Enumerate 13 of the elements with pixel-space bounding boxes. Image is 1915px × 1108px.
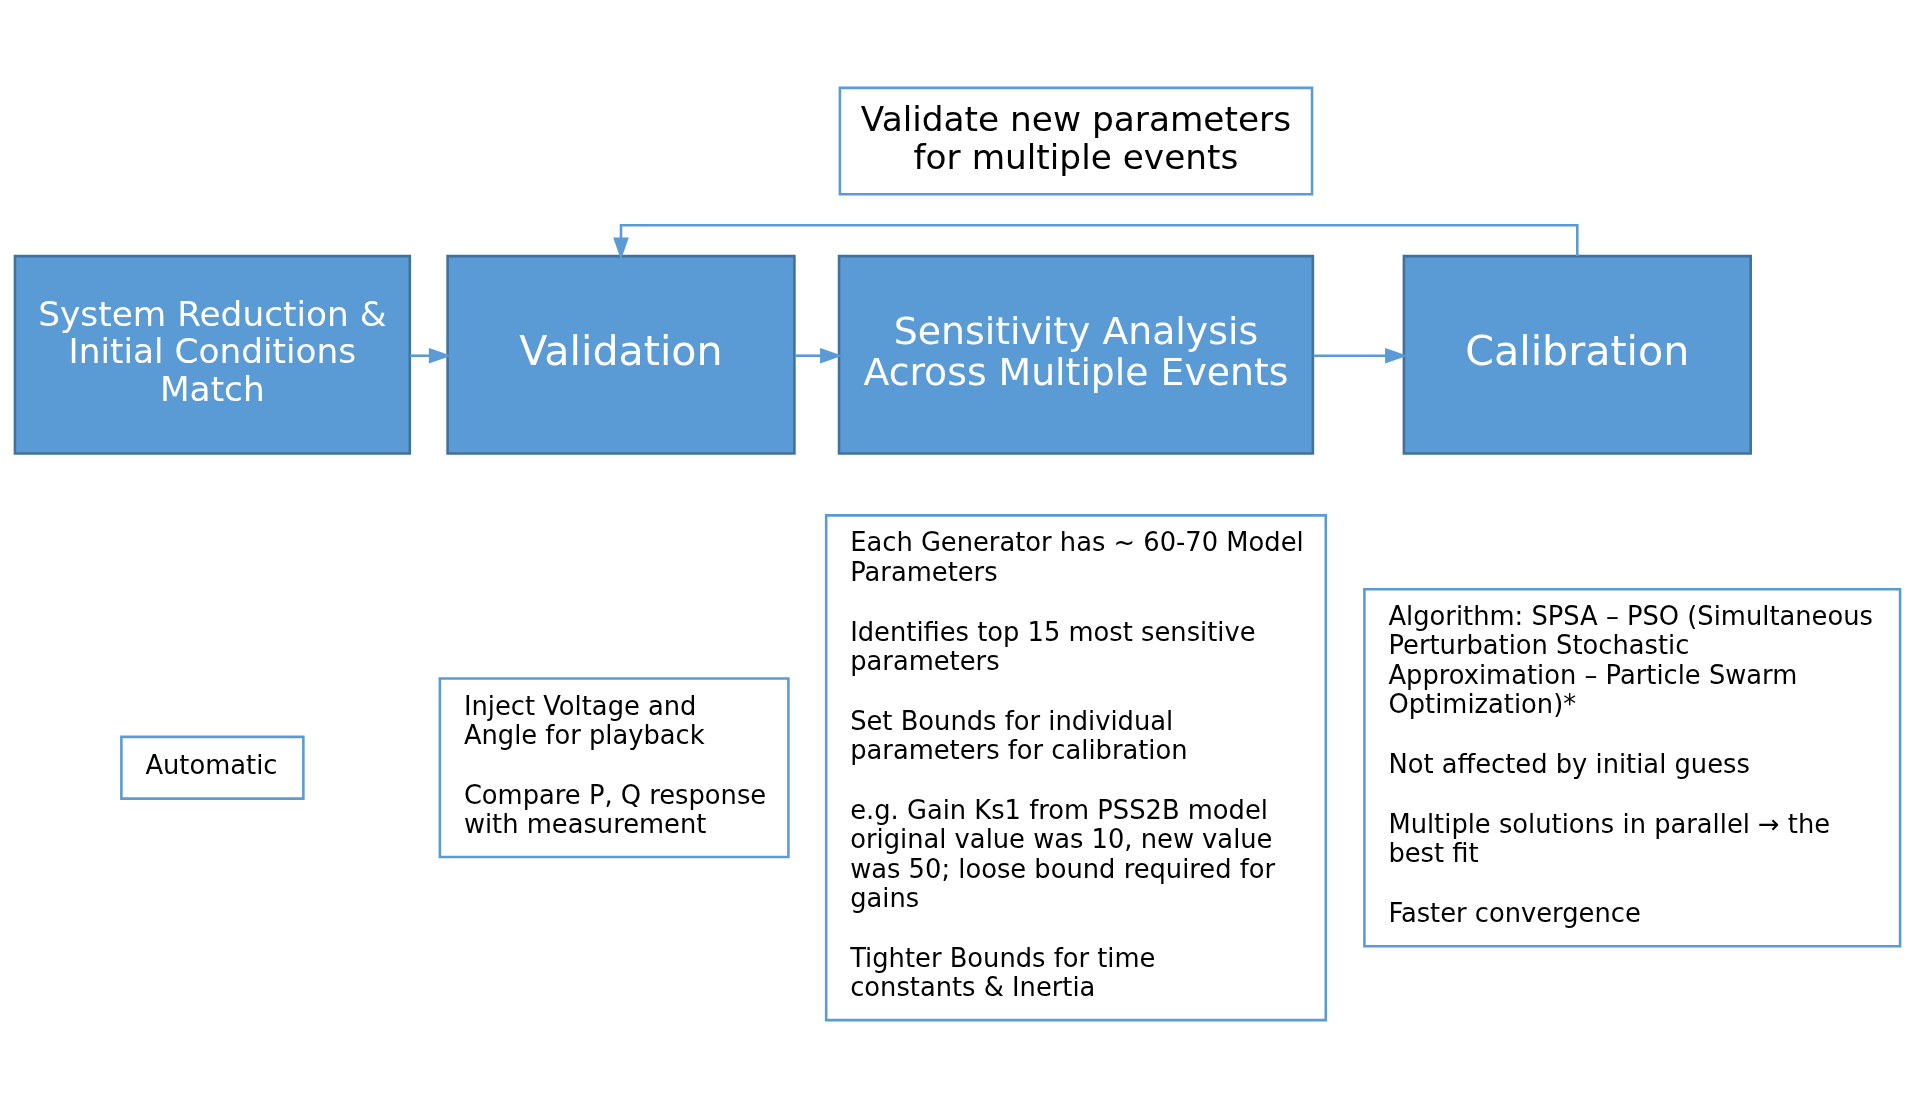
node-box: System Reduction & Initial Conditions Match [13,254,412,455]
arrow [410,347,452,364]
arrow [794,347,843,364]
node-box: Inject Voltage and Angle for playback Compare P, Q response with measurement [438,677,790,859]
node-box: Sensitivity Analysis Across Multiple Events [837,254,1315,455]
node-box: Automatic [120,735,305,800]
node-box: Validate new parameters for multiple events [838,86,1314,196]
arrow [613,223,1579,260]
node-box: Algorithm: SPSA – PSO (Simultaneous Perturbation Stochastic Approximation – Particle Swarm Optimization)* Not affected by initial guess Multiple solutions in parallel → the best fit Faster convergence [1363,587,1902,948]
node-box: Validation [446,254,796,455]
node-box: Calibration [1402,254,1752,455]
node-box: Each Generator has ~ 60-70 Model Parameters Identifies top 15 most sensitive parameters Set Bounds for individual parameters for calibration e.g. Gain Ks1 from PSS2B model original value was 10, new value was 50; loose bound required for gains Tighter Bounds for time constants & Inertia [824,514,1328,1022]
arrow [1313,347,1408,364]
